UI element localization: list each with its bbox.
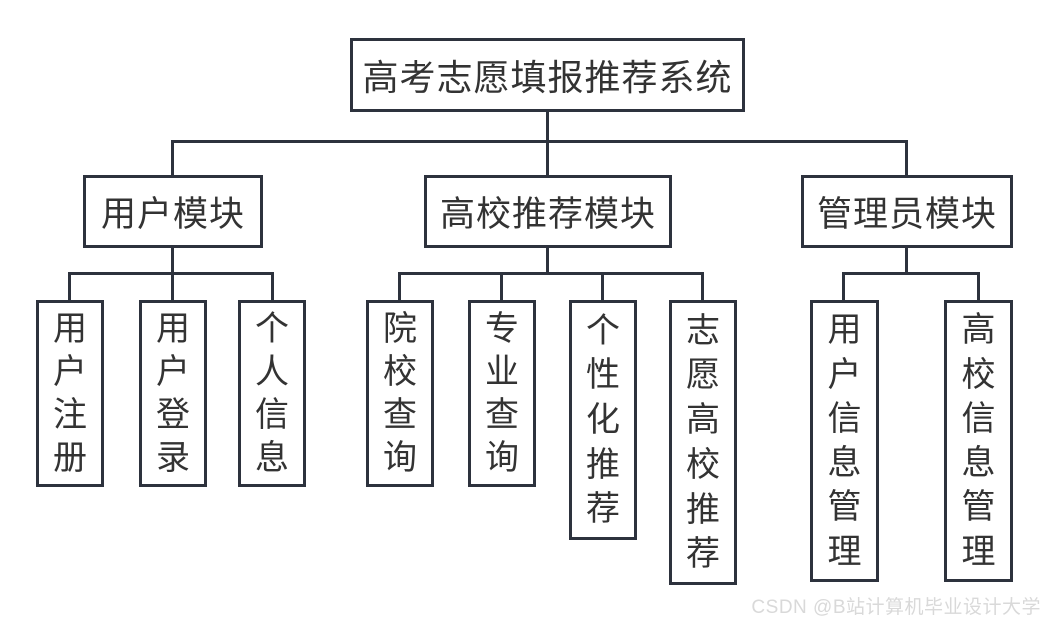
connector-level2-bus (171, 140, 908, 143)
node-admin-module: 管理员模块 (801, 175, 1013, 248)
node-rec-module: 高校推荐模块 (424, 175, 672, 248)
leaf-major-query: 专业查询 (468, 300, 536, 487)
leaf-college-info-management: 高校信息管理 (944, 300, 1013, 582)
csdn-watermark: CSDN @B站计算机毕业设计大学 (751, 597, 1041, 618)
leaf-volunteer-college-rec: 志愿高校推荐 (669, 300, 737, 585)
connector-drop-user-module (171, 140, 174, 175)
connector-drop-admin-module (905, 140, 908, 175)
connector-drop-personalized-rec (601, 272, 604, 300)
node-user-module: 用户模块 (83, 175, 263, 248)
connector-drop-college-query (398, 272, 401, 300)
leaf-personal-info: 个人信息 (238, 300, 306, 487)
node-root-title: 高考志愿填报推荐系统 (350, 38, 745, 112)
connector-drop-volunteer-rec (701, 272, 704, 300)
connector-admin-bus (842, 272, 980, 275)
connector-drop-user-register (68, 272, 71, 300)
connector-drop-rec-module (546, 140, 549, 175)
leaf-personalized-rec: 个性化推荐 (569, 300, 637, 540)
connector-root-drop (546, 112, 549, 143)
connector-admin-module-drop (905, 248, 908, 275)
connector-drop-user-info-mgmt (842, 272, 845, 300)
leaf-user-register: 用户注册 (36, 300, 104, 487)
connector-drop-user-login (171, 272, 174, 300)
connector-user-module-drop (171, 248, 174, 275)
leaf-user-info-management: 用户信息管理 (810, 300, 879, 582)
leaf-user-login: 用户登录 (139, 300, 207, 487)
leaf-college-query: 院校查询 (366, 300, 434, 487)
connector-rec-bus (398, 272, 704, 275)
connector-drop-personal-info (271, 272, 274, 300)
connector-drop-college-info-mgmt (977, 272, 980, 300)
connector-rec-module-drop (546, 248, 549, 275)
connector-drop-major-query (500, 272, 503, 300)
